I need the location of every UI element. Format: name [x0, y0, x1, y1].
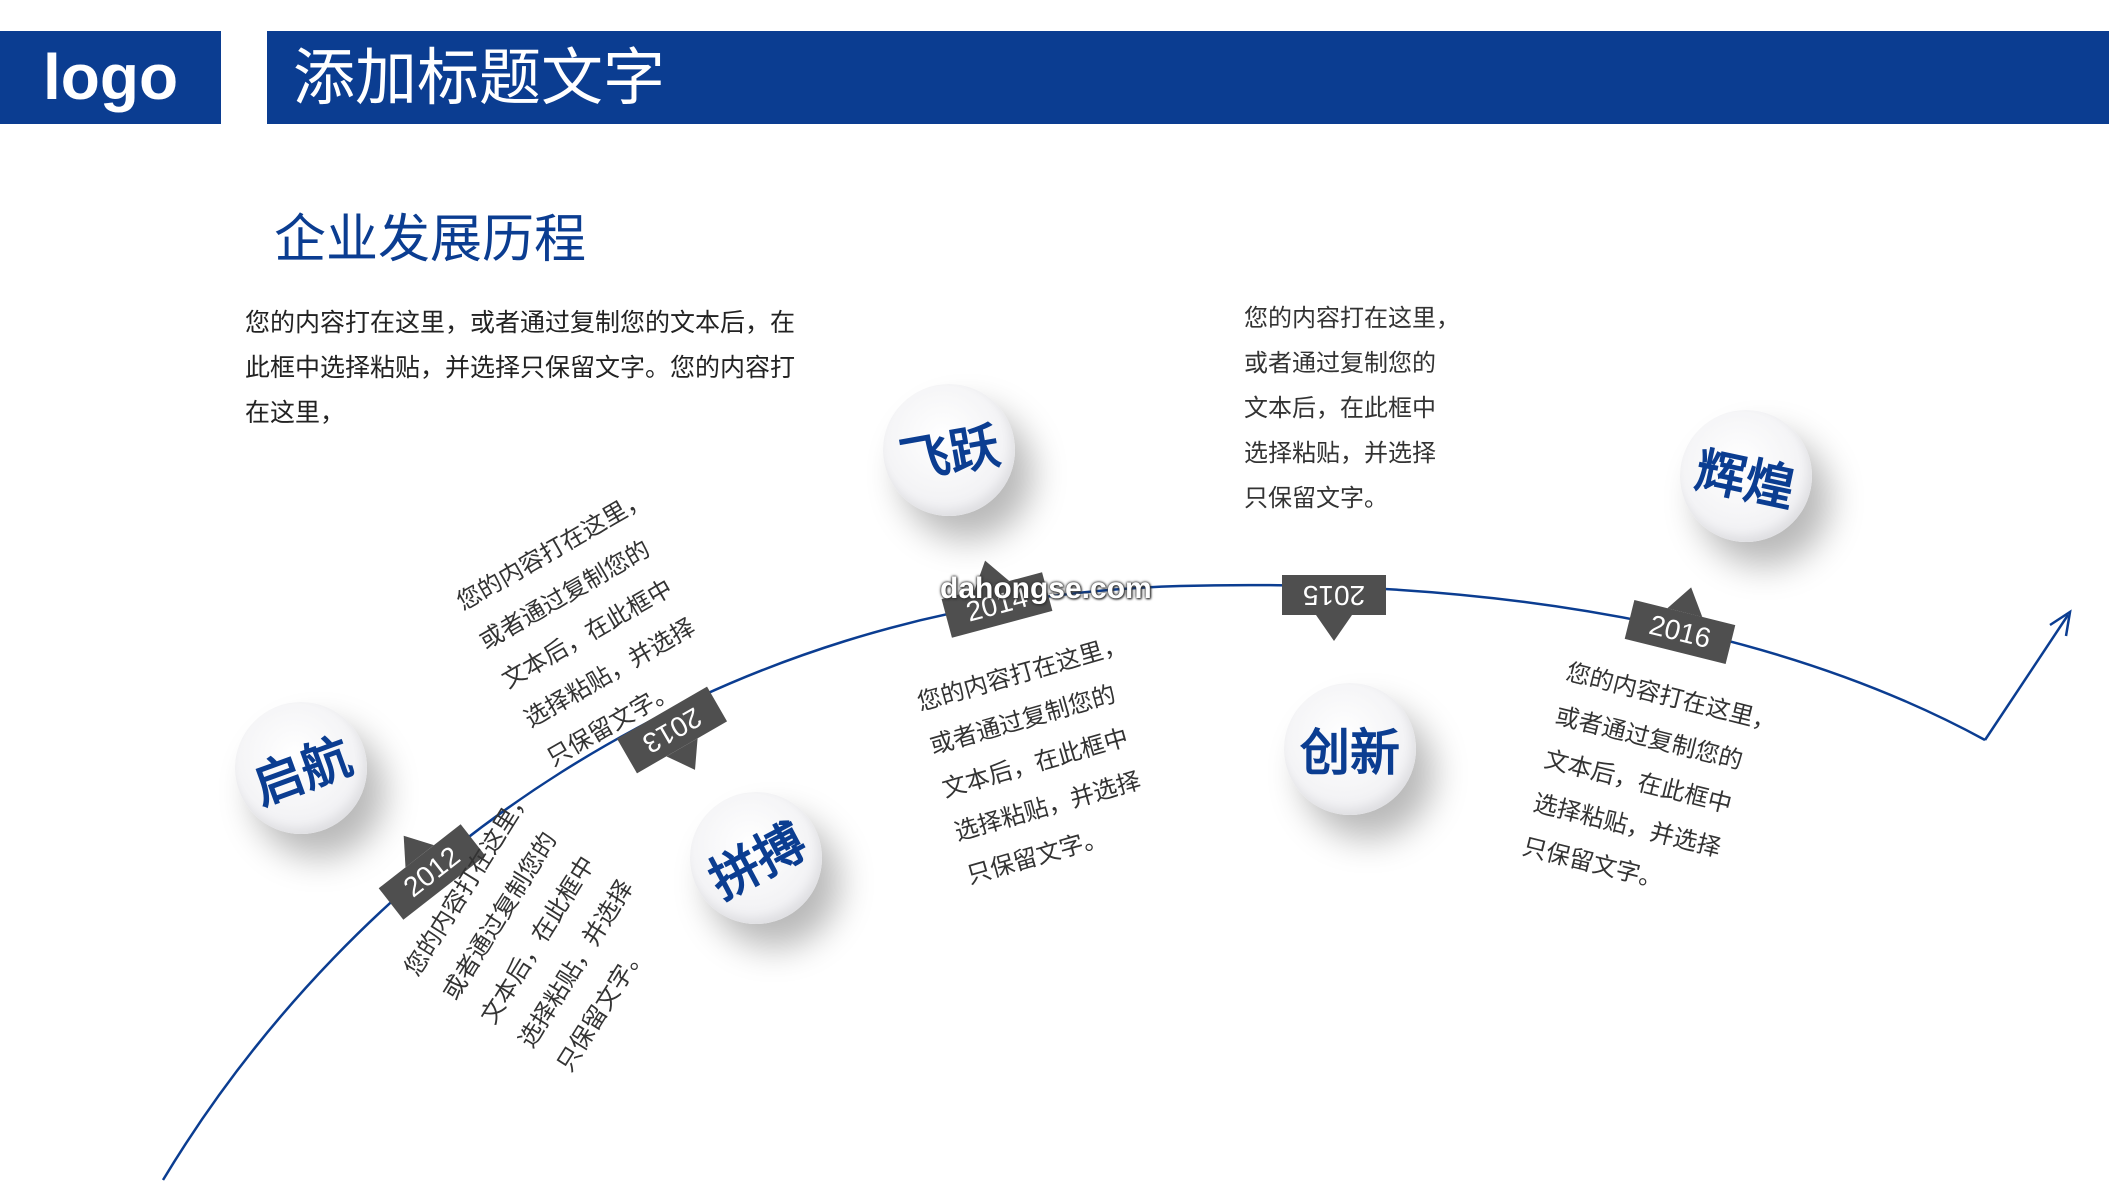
- milestone-circle-3: 飞跃: [883, 384, 1015, 516]
- milestone-circle-2: 拼搏: [690, 792, 822, 924]
- timeline-path: [161, 583, 1986, 1181]
- milestone-circle-5: 辉煌: [1680, 410, 1812, 542]
- milestone-label: 创新: [1300, 724, 1400, 782]
- milestone-circle-4: 创新: [1284, 683, 1416, 815]
- arrow-head-icon: [2049, 609, 2072, 637]
- milestone-label: 启航: [245, 727, 360, 817]
- arrow-icon: [1983, 614, 2070, 741]
- tag-pointer-icon: [1316, 615, 1352, 641]
- milestone-label: 辉煌: [1690, 441, 1801, 519]
- year-tag-2015: 2015: [1282, 575, 1386, 641]
- milestone-circle-1: 启航: [235, 702, 367, 834]
- milestone-label: 拼搏: [700, 812, 816, 911]
- header-bar: 添加标题文字: [267, 31, 2109, 124]
- watermark: dahongse.com: [940, 572, 1152, 605]
- milestone-description-4: 您的内容打在这里， 或者通过复制您的 文本后，在此框中 选择粘贴，并选择 只保留…: [1244, 304, 1460, 512]
- milestone-label: 飞跃: [895, 416, 1004, 492]
- year-label: 2015: [1302, 580, 1366, 611]
- page-title: 添加标题文字: [293, 41, 666, 114]
- logo: logo: [0, 31, 221, 124]
- section-title: 企业发展历程: [274, 210, 587, 270]
- intro-text: 您的内容打在这里，或者通过复制您的文本后，在此框中选择粘贴，并选择只保留文字。您…: [245, 308, 796, 427]
